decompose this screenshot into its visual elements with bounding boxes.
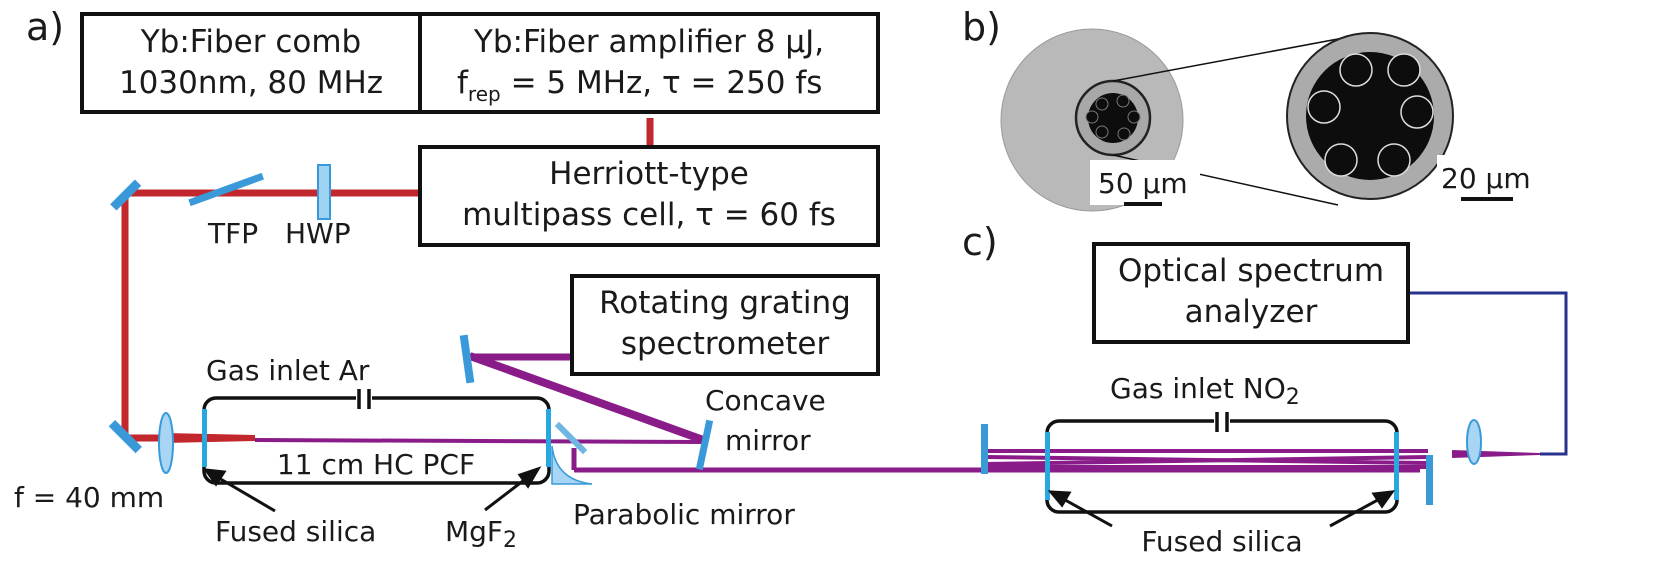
- multipass-beams-c: [985, 449, 1429, 469]
- osa-line2: analyzer: [1185, 294, 1318, 330]
- fiber-comb-box: [80, 12, 422, 114]
- fiber-link-osa: [1410, 291, 1568, 456]
- hwp-plate: [317, 164, 331, 220]
- beam-to-osa: [1452, 450, 1540, 458]
- tfp-label: TFP: [207, 217, 258, 250]
- amplifier-line2: frep = 5 MHz, τ = 250 fs: [457, 65, 822, 106]
- fused-silica-window-c-right: [1394, 432, 1399, 500]
- mirror-upper-left: [110, 179, 142, 211]
- arrow-fused-silica-c-right: [1329, 490, 1396, 528]
- fused-silica-window-c-left: [1045, 432, 1050, 500]
- mgf2-sub: 2: [503, 528, 517, 553]
- arrow-fused-silica-c-left: [1047, 490, 1113, 528]
- gas-inlet-no2-sub: 2: [1286, 385, 1300, 410]
- fused-silica-label-c: Fused silica: [1141, 525, 1302, 558]
- fiber-micrograph-zoom: [1286, 32, 1454, 200]
- scalebar-large-bg: [1090, 160, 1200, 205]
- mgf2-label: MgF2: [445, 515, 517, 553]
- arrow-fused-silica-a: [202, 468, 276, 513]
- grating-mirror: [459, 334, 475, 384]
- scalebar-small-bg: [1437, 155, 1547, 200]
- focusing-lens-a: [158, 412, 174, 474]
- parabolic-mirror: [551, 445, 593, 485]
- uv-beam-path: [254, 352, 1420, 473]
- gas-inlet-no2-base: Gas inlet NO: [1110, 372, 1286, 405]
- focusing-lens-c: [1466, 419, 1482, 465]
- herriott-line1: Herriott-type: [549, 156, 749, 192]
- amplifier-line1: Yb:Fiber amplifier 8 μJ,: [473, 24, 824, 60]
- hc-pcf-label: 11 cm HC PCF: [277, 448, 475, 481]
- spectrometer-line1: Rotating grating: [599, 285, 851, 321]
- tfp-plate: [188, 172, 265, 207]
- mgf2-base: MgF: [445, 515, 503, 548]
- concave-label-1: Concave: [705, 384, 826, 417]
- comb-line1: Yb:Fiber comb: [140, 24, 361, 60]
- parabolic-pickoff: [554, 421, 588, 455]
- parabolic-mirror-label: Parabolic mirror: [573, 498, 795, 531]
- amplifier-f: f: [457, 65, 469, 101]
- mirror-lower-left: [108, 420, 142, 454]
- comb-line2: 1030nm, 80 MHz: [119, 65, 383, 101]
- fused-silica-label-a: Fused silica: [215, 515, 376, 548]
- amplifier-box: [418, 12, 880, 114]
- multipass-mirror-left: [981, 424, 988, 474]
- concave-mirror: [695, 419, 714, 471]
- osa-line1: Optical spectrum: [1118, 253, 1384, 289]
- panel-label-b: b): [962, 5, 1001, 49]
- mgf2-window: [546, 409, 551, 467]
- scalebar-large-label: 50 μm: [1098, 167, 1188, 200]
- amplifier-rest: = 5 MHz, τ = 250 fs: [501, 65, 823, 101]
- scalebar-small-label: 20 μm: [1441, 162, 1531, 195]
- panel-label-c: c): [962, 220, 998, 264]
- hwp-label: HWP: [285, 217, 351, 250]
- multipass-mirror-right: [1426, 455, 1433, 505]
- osa-box: [1092, 242, 1410, 344]
- gas-inlet-ar-label: Gas inlet Ar: [206, 354, 370, 387]
- herriott-box: [418, 145, 880, 247]
- arrow-mgf2: [484, 466, 542, 512]
- amplifier-rep: rep: [468, 82, 501, 106]
- gas-inlet-no2-label: Gas inlet NO2: [1110, 372, 1300, 410]
- panel-label-a: a): [26, 5, 64, 49]
- fused-silica-window-a: [202, 409, 207, 467]
- focal-length-label: f = 40 mm: [14, 481, 164, 514]
- spectrometer-line2: spectrometer: [621, 326, 830, 362]
- concave-label-2: mirror: [725, 424, 811, 457]
- zoom-line-top: [1112, 32, 1371, 82]
- herriott-line2: multipass cell, τ = 60 fs: [462, 197, 836, 233]
- spectrometer-box: [570, 274, 880, 376]
